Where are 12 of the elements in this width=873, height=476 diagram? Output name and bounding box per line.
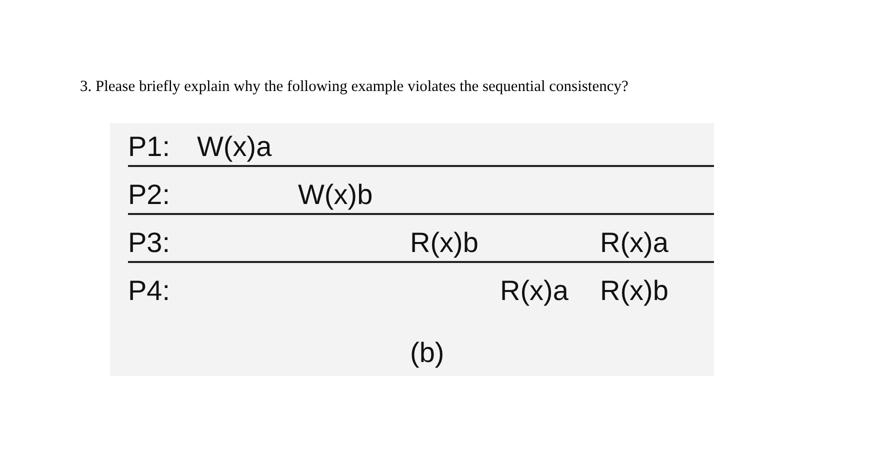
process-label: P4: xyxy=(128,277,170,305)
operation-label: R(x)a xyxy=(500,277,568,305)
operation-label: R(x)b xyxy=(600,277,668,305)
question-text: 3. Please briefly explain why the following example violates the sequential consistency? xyxy=(80,78,628,96)
operation-label: R(x)a xyxy=(600,229,668,257)
process-label: P2: xyxy=(128,181,170,209)
process-label: P1: xyxy=(128,133,170,161)
operation-label: W(x)b xyxy=(298,181,373,209)
caption: (b) xyxy=(410,339,444,367)
operation-label: W(x)a xyxy=(197,133,272,161)
process-label: P3: xyxy=(128,229,170,257)
operation-label: R(x)b xyxy=(410,229,478,257)
